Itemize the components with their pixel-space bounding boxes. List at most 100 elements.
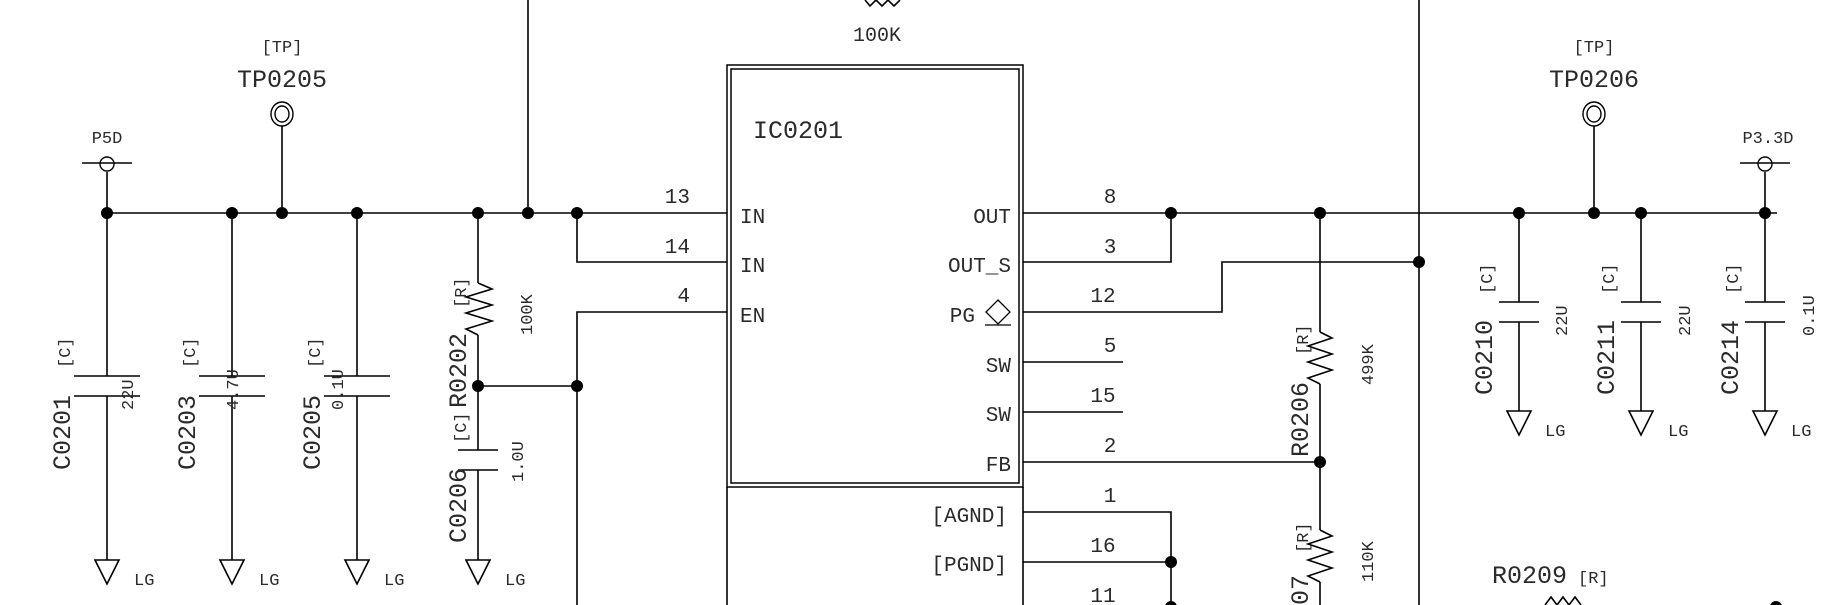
ic-pin-number: 13: [665, 187, 690, 210]
capacitor-ref: C0203: [174, 395, 203, 470]
testpoint-ref: TP0205: [237, 66, 327, 95]
resistor-value: 100K: [519, 293, 538, 335]
capacitor-type: [C]: [307, 337, 326, 368]
capacitor-c0210: LG C0210 [C] 22U: [1471, 207, 1573, 442]
input-rail: [101, 0, 727, 605]
ground-label: LG: [259, 572, 279, 591]
ic-pin-number: 8: [1104, 187, 1117, 210]
ground-label: LG: [505, 572, 525, 591]
capacitor-c0206: LG C0206 [C] 1.0U: [445, 386, 529, 591]
testpoint-tp0205: [TP] TP0205: [237, 39, 327, 213]
resistor-ref: R0202: [445, 333, 474, 408]
ground-icon: [1627, 410, 1655, 437]
capacitor-value: 22U: [1677, 305, 1696, 336]
ground-icon: [343, 559, 371, 586]
resistor-r0209: R0209 [R]: [1492, 562, 1782, 605]
ic-pin-name: SW: [986, 356, 1012, 379]
resistor-type: [R]: [1295, 522, 1314, 553]
junction-dot: [1770, 601, 1782, 605]
resistor-zigzag: [463, 282, 495, 336]
testpoint-icon: [270, 101, 294, 127]
out-s-wire: [1023, 213, 1172, 263]
junction-dot: [1165, 556, 1177, 568]
resistor-zigzag: [1544, 595, 1582, 605]
junction-dot: [1165, 207, 1177, 219]
capacitor-ref: C0206: [445, 468, 474, 543]
ic-pin-number: 1: [1104, 486, 1117, 509]
capacitor-ref: C0201: [49, 395, 78, 470]
capacitor-value: 0.1U: [1801, 295, 1820, 336]
capacitor-c0214: LG C0214 [C] 0.1U: [1717, 207, 1820, 442]
top-resistor-zigzag: [864, 0, 901, 8]
testpoint-icon: [1582, 101, 1606, 127]
junction-dot: [1588, 207, 1600, 219]
resistor-r0207: 07 [R] 110K: [1287, 462, 1379, 605]
power-p3-3d: P3.3D: [1740, 130, 1794, 213]
ic-outer-body: [726, 64, 1024, 488]
ground-label: LG: [1668, 423, 1688, 442]
power-label-right: P3.3D: [1742, 130, 1793, 149]
ic-pin-name: [PGND]: [931, 555, 1007, 578]
capacitor-c0203: LG C0203 [C] 4.7U: [174, 213, 279, 591]
ic-pin-number: 2: [1104, 436, 1117, 459]
open-drain-icon: [985, 299, 1011, 326]
junction-dot: [522, 207, 534, 219]
ic-pin-number: 11: [1090, 586, 1115, 605]
ic-pin-number: 12: [1090, 286, 1115, 309]
capacitor-ref: C0205: [299, 395, 328, 470]
capacitor-ref: C0214: [1717, 320, 1746, 395]
ground-icon: [1751, 410, 1779, 437]
ic-pin-number: 3: [1104, 237, 1117, 260]
capacitor-type: [C]: [453, 412, 472, 443]
ground-icon: [1505, 410, 1533, 437]
capacitor-value: 1.0U: [510, 441, 529, 482]
ground-label: LG: [134, 572, 154, 591]
testpoint-tp0206: [TP] TP0206: [1549, 39, 1639, 213]
ground-icon: [464, 559, 492, 586]
ic-pin-name: [AGND]: [931, 506, 1007, 529]
ic-pin-number: 14: [665, 237, 690, 260]
testpoint-ref: TP0206: [1549, 66, 1639, 95]
capacitor-c0211: LG C0211 [C] 22U: [1593, 207, 1696, 442]
resistor-type: [R]: [453, 277, 472, 308]
capacitor-type: [C]: [1725, 263, 1744, 294]
output-rail: [1023, 0, 1777, 605]
ground-label: LG: [1791, 423, 1811, 442]
resistor-r0202: R0202 [R] 100K: [445, 213, 538, 408]
agnd-wire: [1023, 511, 1172, 605]
testpoint-type: [TP]: [262, 39, 303, 58]
capacitor-c0201: LG C0201 [C] 22U: [49, 213, 154, 591]
ic-pin-number: 4: [677, 286, 690, 309]
ic-pin-name: SW: [986, 405, 1012, 428]
resistor-ref: 07: [1287, 575, 1316, 605]
capacitor-type: [C]: [182, 337, 201, 368]
capacitor-value: 4.7U: [225, 369, 244, 410]
ic-pin-name: EN: [740, 306, 765, 329]
ic-pin-name: PG: [950, 306, 975, 329]
top-resistor-value: 100K: [853, 25, 901, 48]
capacitor-value: 0.1U: [330, 369, 349, 410]
resistor-type: [R]: [1578, 570, 1609, 589]
resistor-zigzag: [1305, 529, 1335, 583]
ic-pin-name: IN: [740, 256, 765, 279]
resistor-zigzag: [1305, 331, 1335, 385]
testpoint-type: [TP]: [1574, 39, 1615, 58]
ic-pin-number: 5: [1104, 336, 1117, 359]
resistor-value: 110K: [1360, 540, 1379, 582]
capacitor-c0205: LG C0205 [C] 0.1U: [299, 213, 404, 591]
ground-label: LG: [384, 572, 404, 591]
power-p5d: P5D: [82, 130, 132, 213]
resistor-value: 499K: [1360, 343, 1379, 385]
in-14-wire: [576, 213, 727, 263]
ic-pin-name: IN: [740, 207, 765, 230]
capacitor-ref: C0210: [1471, 320, 1500, 395]
capacitor-type: [C]: [1601, 263, 1620, 294]
ic-pin-number: 15: [1090, 386, 1115, 409]
ic-pin-name: FB: [986, 455, 1011, 478]
resistor-r0206: R0206 [R] 499K: [1287, 213, 1379, 462]
junction-dot: [1413, 256, 1425, 268]
pg-wire: [1023, 261, 1419, 313]
ic-ic0201: IC0201 IN IN EN 13 14 4 OUT OUT_S PG SW …: [665, 64, 1117, 605]
ic-pin-name: OUT: [973, 207, 1011, 230]
